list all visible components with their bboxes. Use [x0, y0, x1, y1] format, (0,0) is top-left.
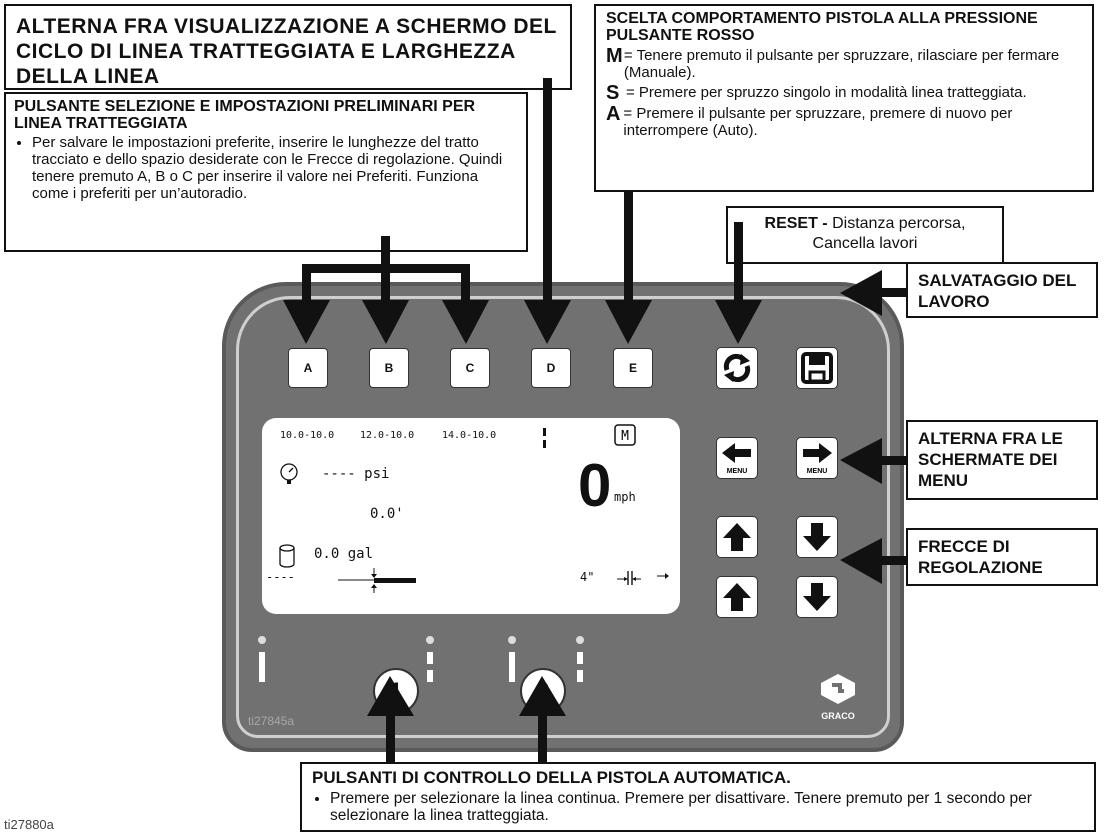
arrow-down-icon — [803, 583, 831, 611]
preset-value-a: 10.0-10.0 — [280, 430, 335, 441]
dash-line-indicator — [577, 652, 583, 664]
callout-body: Premere per selezionare la linea continu… — [330, 790, 1084, 824]
line-left-dash: ---- — [266, 570, 295, 584]
callout-reset: RESET - Distanza percorsa, Cancella lavo… — [726, 206, 1004, 264]
graco-logo-icon — [821, 674, 855, 704]
line-width-value: 4" — [580, 570, 595, 584]
callout-text: SALVATAGGIO DEL LAVORO — [918, 271, 1077, 311]
callout-body: Distanza percorsa, Cancella lavori — [812, 215, 966, 252]
arrow-up-icon — [723, 583, 751, 611]
mode-letter: S — [606, 82, 620, 104]
callout-dash-cycle-toggle: ALTERNA FRA VISUALIZZAZIONE A SCHERMO DE… — [4, 4, 572, 90]
mode-letter: M — [621, 429, 629, 444]
speed-value: 0 — [578, 452, 612, 519]
mode-indicator-icon: M — [614, 424, 636, 446]
pressure-value: ---- psi — [322, 466, 390, 482]
mode-item: S = Premere per spruzzo singolo in modali… — [606, 82, 1082, 104]
mode-text: = Tenere premuto il pulsante per spruzza… — [623, 47, 1060, 81]
reset-icon — [723, 353, 751, 383]
callout-menu-toggle: ALTERNA FRA LE SCHERMATE DEI MENU — [906, 420, 1098, 500]
adjust-up-button-1[interactable] — [716, 516, 758, 558]
panel-id: ti27845a — [248, 714, 295, 728]
arrow-right-small-icon — [657, 573, 669, 579]
preset-c-button[interactable]: C — [450, 348, 490, 388]
mode-letter: M — [606, 45, 623, 67]
reset-button[interactable] — [716, 347, 758, 389]
graco-logo: GRACO — [814, 672, 862, 722]
mode-text: = Premere il pulsante per spruzzare, pre… — [623, 105, 1013, 139]
callout-body: Per salvare le impostazioni preferite, i… — [32, 134, 518, 202]
gun-1-solid-led — [258, 636, 266, 644]
line-width-icon — [617, 571, 641, 585]
speed-unit: mph — [614, 490, 636, 504]
callout-text: ALTERNA FRA LE SCHERMATE DEI MENU — [918, 429, 1063, 490]
gun-1-dash-led — [426, 636, 434, 644]
preset-value-c: 14.0-10.0 — [442, 430, 497, 441]
gun-2-solid-led — [508, 636, 516, 644]
brand-name: GRACO — [821, 711, 855, 721]
pressure-gauge-icon — [280, 463, 298, 484]
control-panel: A B C D E MENU MENU — [222, 282, 904, 752]
distance-value: 0.0' — [370, 506, 404, 522]
solid-line-indicator — [509, 652, 515, 682]
menu-left-button[interactable]: MENU — [716, 437, 758, 479]
paint-tank-icon — [279, 544, 295, 568]
callout-gun-behavior: SCELTA COMPORTAMENTO PISTOLA ALLA PRESSI… — [594, 4, 1094, 192]
adjust-down-button-1[interactable] — [796, 516, 838, 558]
callout-gun-control-buttons: PULSANTI DI CONTROLLO DELLA PISTOLA AUTO… — [300, 762, 1096, 832]
dash-line-indicator — [427, 670, 433, 682]
menu-label: MENU — [727, 468, 748, 475]
line-offset-gauge-icon — [338, 568, 416, 593]
mode-text: = Premere per spruzzo singolo in modalit… — [626, 84, 1027, 101]
dash-cycle-d-button[interactable]: D — [531, 348, 571, 388]
callout-preset-buttons: PULSANTE SELEZIONE E IMPOSTAZIONI PRELIM… — [4, 92, 528, 252]
callout-title: SCELTA COMPORTAMENTO PISTOLA ALLA PRESSI… — [606, 10, 1038, 44]
menu-right-button[interactable]: MENU — [796, 437, 838, 479]
mode-item: M= Tenere premuto il pulsante per spruzz… — [606, 45, 1082, 81]
adjust-down-button-2[interactable] — [796, 576, 838, 618]
preset-a-button[interactable]: A — [288, 348, 328, 388]
solid-line-indicator — [259, 652, 265, 682]
arrow-down-icon — [803, 523, 831, 551]
mode-letter: A — [606, 103, 621, 125]
callout-adjust-arrows: FRECCE DI REGOLAZIONE — [906, 528, 1098, 586]
callout-save-job: SALVATAGGIO DEL LAVORO — [906, 262, 1098, 318]
floppy-disk-icon — [801, 352, 833, 384]
preset-value-b: 12.0-10.0 — [360, 430, 415, 441]
dash-line-indicator — [427, 652, 433, 664]
dash-line-indicator — [577, 670, 583, 682]
arrow-left-icon: MENU — [722, 443, 751, 475]
lcd-display: 10.0-10.0 12.0-10.0 14.0-10.0 M ---- psi… — [262, 418, 680, 614]
volume-value: 0.0 gal — [314, 546, 374, 562]
gun-1-button[interactable]: 1 — [373, 668, 419, 714]
callout-text: ALTERNA FRA VISUALIZZAZIONE A SCHERMO DE… — [16, 15, 557, 88]
arrow-right-icon: MENU — [803, 443, 832, 475]
mode-item: A= Premere il pulsante per spruzzare, pr… — [606, 103, 1082, 139]
dash-indicator-icon — [543, 428, 546, 448]
preset-b-button[interactable]: B — [369, 348, 409, 388]
gun-mode-e-button[interactable]: E — [613, 348, 653, 388]
gun-2-button[interactable]: 2 — [520, 668, 566, 714]
figure-id: ti27880a — [4, 817, 54, 832]
callout-title: PULSANTE SELEZIONE E IMPOSTAZIONI PRELIM… — [14, 98, 476, 132]
callout-title: RESET - — [764, 215, 828, 232]
menu-label: MENU — [807, 468, 828, 475]
adjust-up-button-2[interactable] — [716, 576, 758, 618]
callout-title: PULSANTI DI CONTROLLO DELLA PISTOLA AUTO… — [312, 768, 791, 787]
save-job-button[interactable] — [796, 347, 838, 389]
arrow-up-icon — [723, 523, 751, 551]
gun-2-dash-led — [576, 636, 584, 644]
panel-border — [236, 296, 890, 738]
callout-text: FRECCE DI REGOLAZIONE — [918, 537, 1043, 577]
